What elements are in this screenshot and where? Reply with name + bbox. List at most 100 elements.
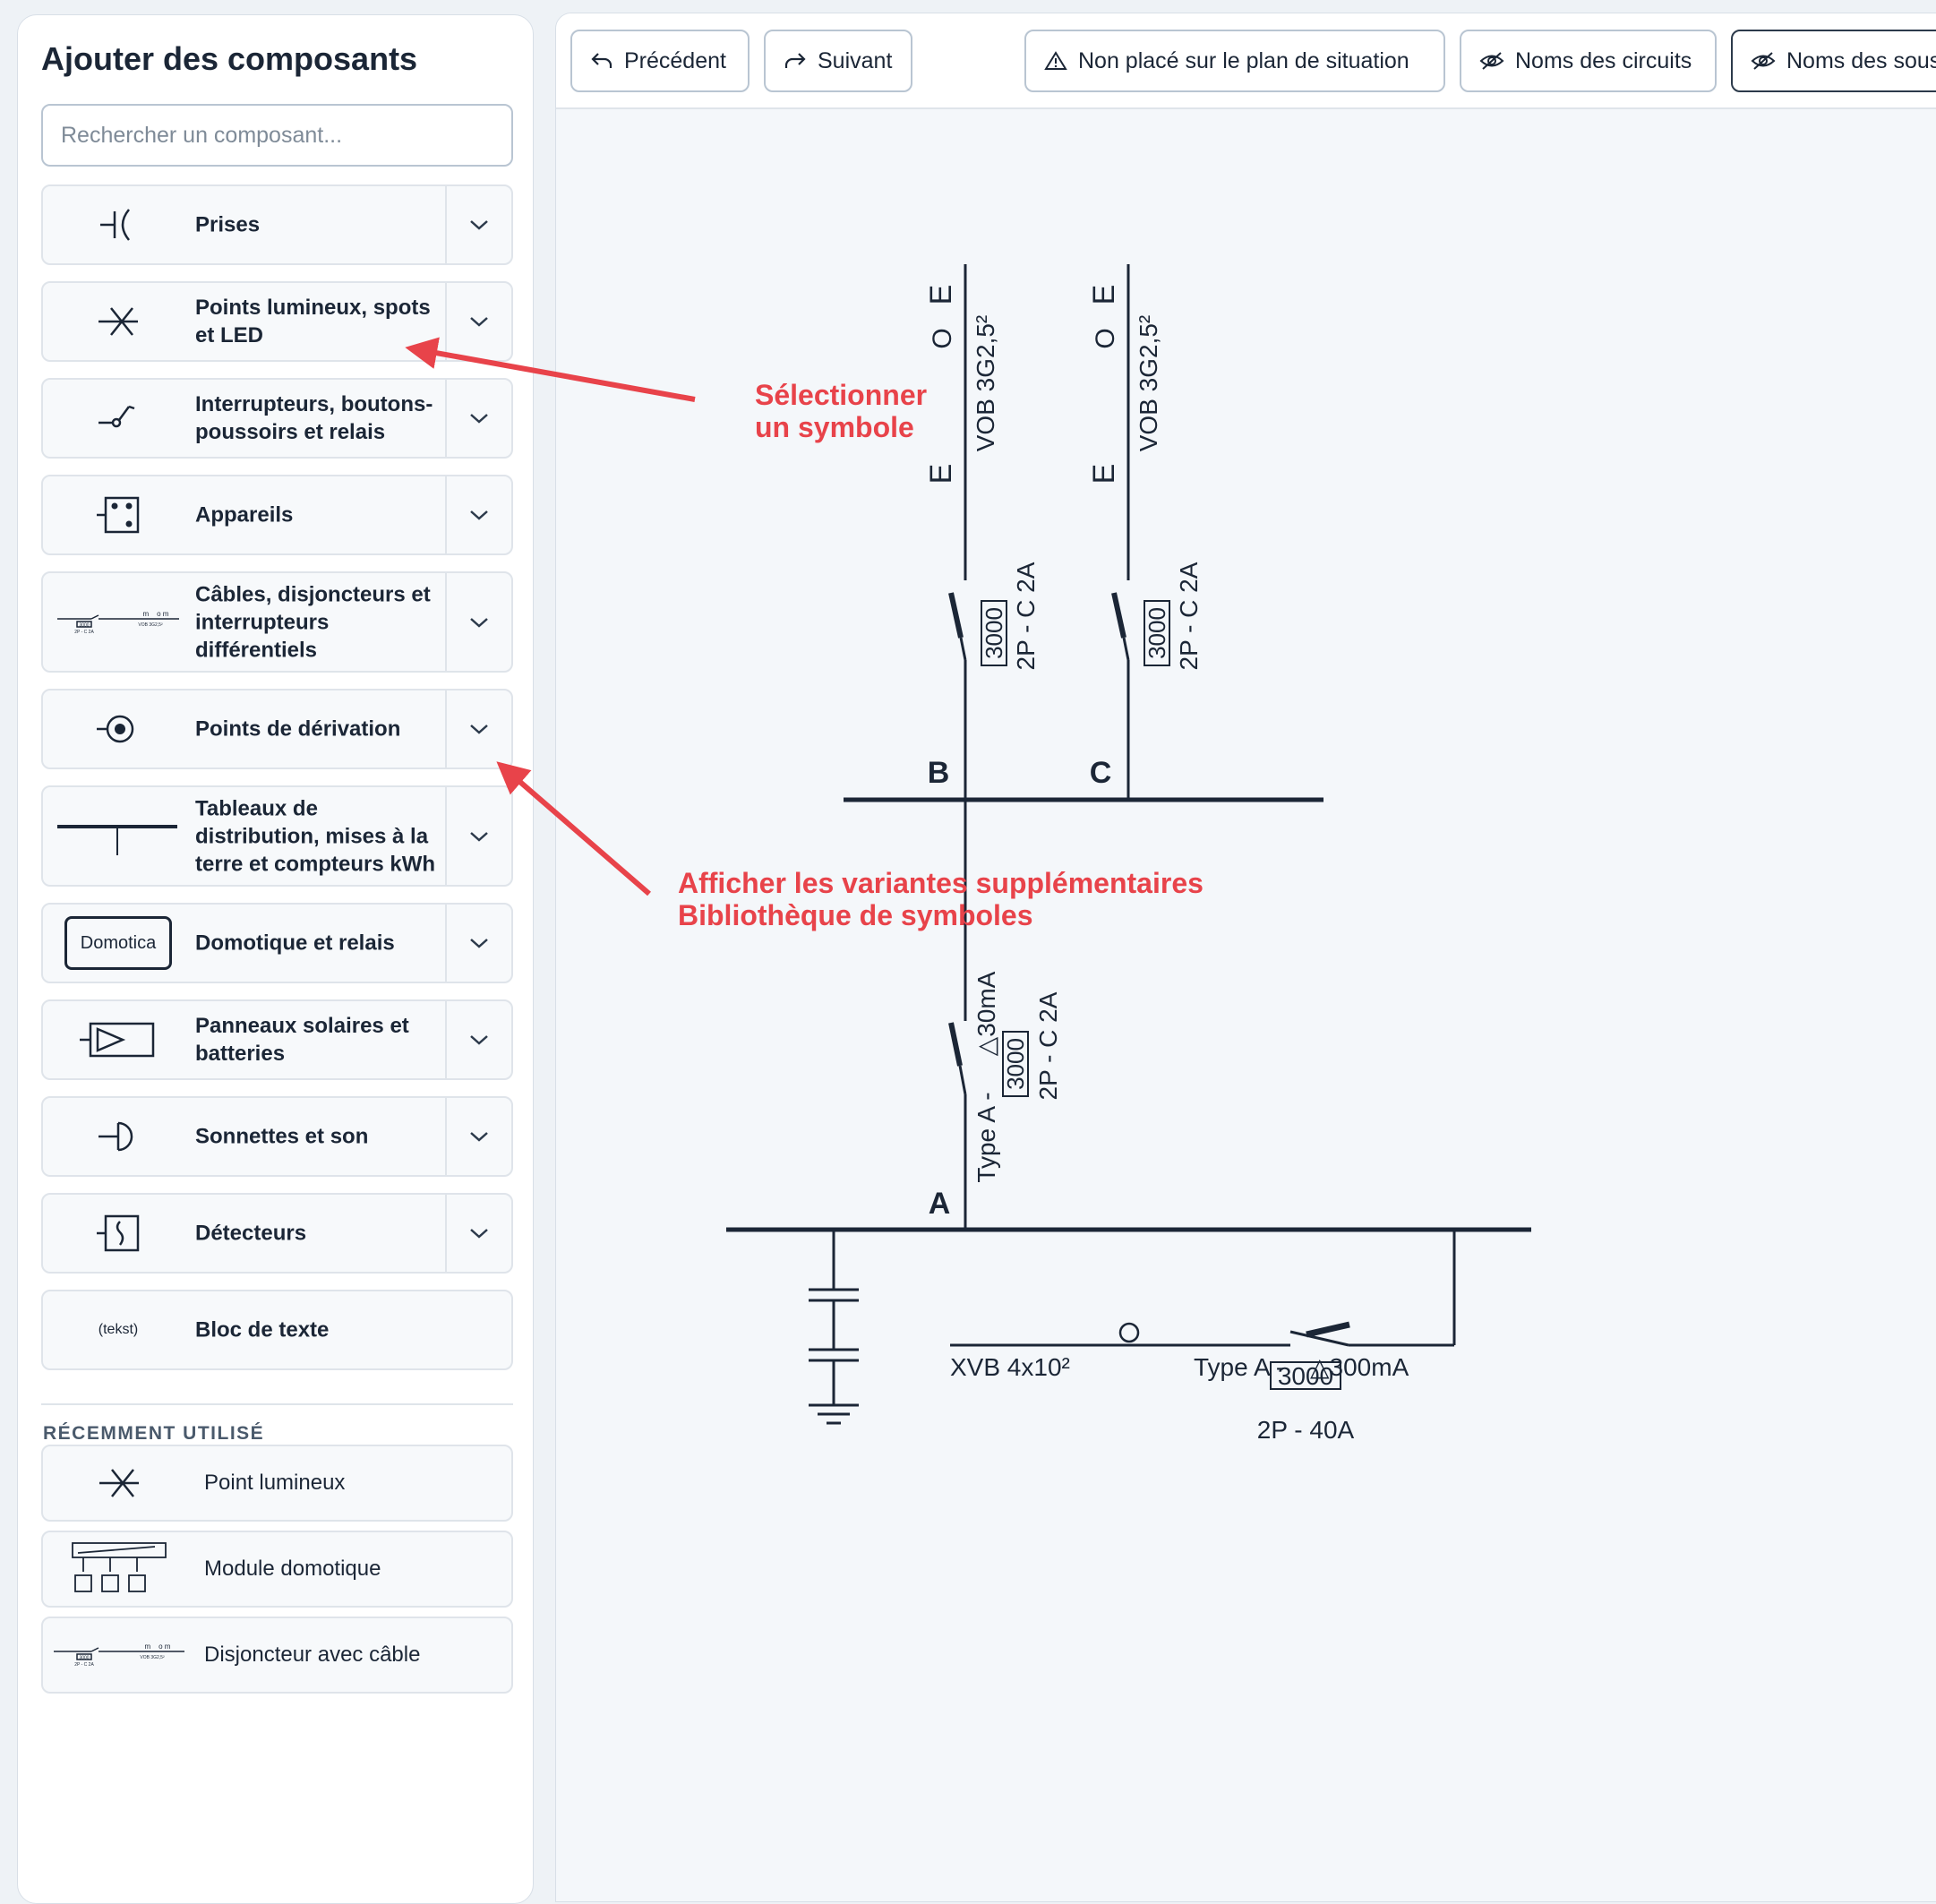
rcd-a-box-text: 3000	[1002, 1038, 1029, 1090]
chevron-down-icon[interactable]	[445, 1001, 511, 1078]
chevron-down-icon[interactable]	[445, 283, 511, 360]
circuit-b-label: B	[928, 756, 950, 790]
circuit-c-e2: E	[1087, 464, 1121, 485]
category-sonnettes[interactable]: Sonnettes et son	[41, 1096, 513, 1177]
text-block-icon: (tekst)	[56, 1303, 181, 1357]
category-detecteurs[interactable]: Détecteurs	[41, 1193, 513, 1274]
single-line-diagram[interactable]: E O E VOB 3G2,5² 3000 2P - C 2A B E O E …	[556, 109, 1936, 1900]
breaker-icon-box-text: 3000	[79, 622, 89, 628]
detector-icon	[56, 1206, 181, 1260]
category-label: Prises	[195, 212, 261, 237]
circuit-b-box	[981, 600, 1007, 666]
main-sensitivity: △300mA	[1310, 1353, 1409, 1381]
circuit-b-box-text: 3000	[981, 607, 1007, 659]
junction-point-icon	[56, 702, 181, 756]
main-type: Type A -	[1194, 1353, 1284, 1381]
recent-divider	[41, 1403, 513, 1405]
appliance-icon	[56, 488, 181, 542]
next-label: Suivant	[818, 47, 893, 73]
chevron-down-icon[interactable]	[445, 690, 511, 768]
rcd-a-rating: 2P - C 2A	[1034, 991, 1062, 1100]
redo-icon	[784, 53, 806, 68]
circuit-b-e2: E	[924, 464, 958, 485]
circuit-b-rating: 2P - C 2A	[1012, 562, 1040, 670]
next-button[interactable]: Suivant	[764, 30, 912, 92]
category-label: Points lumineux, spots et LED	[195, 296, 431, 347]
circuit-b-e1: E	[924, 285, 958, 305]
component-search-input[interactable]	[41, 104, 513, 167]
main-breaker-contact	[1306, 1321, 1350, 1338]
chevron-down-icon[interactable]	[445, 573, 511, 671]
solar-panel-icon	[56, 1013, 181, 1067]
not-placed-label: Non placé sur le plan de situation	[1078, 47, 1409, 73]
previous-button[interactable]: Précédent	[570, 30, 750, 92]
breaker-with-cable-icon: 3000 2P - C 2A VOB 3G2,5² m o m	[52, 1624, 186, 1686]
category-points-lumineux[interactable]: Points lumineux, spots et LED	[41, 281, 513, 362]
recent-header: RÉCEMMENT UTILISÉ	[43, 1423, 265, 1444]
category-appareils[interactable]: Appareils	[41, 475, 513, 555]
chevron-down-icon[interactable]	[445, 380, 511, 457]
circuit-c-box-text: 3000	[1144, 607, 1170, 659]
category-prises[interactable]: Prises	[41, 184, 513, 265]
main-box-text: 3000	[1278, 1362, 1333, 1390]
recent-item-point-lumineux[interactable]: Point lumineux	[41, 1445, 513, 1522]
domotica-icon: Domotica	[56, 916, 181, 970]
rcd-a-label: A	[929, 1187, 951, 1221]
annotation-variants-line2: Bibliothèque de symboles	[678, 899, 1033, 931]
socket-icon	[56, 198, 181, 252]
light-point-icon	[56, 295, 181, 348]
undo-icon	[591, 53, 612, 68]
distribution-board-icon	[56, 810, 181, 863]
toolbar: Précédent Suivant Non placé sur le plan …	[556, 13, 1936, 109]
category-tableaux-distribution[interactable]: Tableaux de distribution, mises à la ter…	[41, 785, 513, 887]
category-interrupteurs[interactable]: Interrupteurs, boutons-poussoirs et rela…	[41, 378, 513, 459]
chevron-down-icon[interactable]	[445, 1098, 511, 1175]
category-panneaux-solaires[interactable]: Panneaux solaires et batteries	[41, 999, 513, 1080]
category-label: Bloc de texte	[195, 1317, 330, 1342]
category-label: Points de dérivation	[195, 716, 401, 742]
circuit-names-button[interactable]: Noms des circuits	[1460, 30, 1717, 92]
category-label: Sonnettes et son	[195, 1124, 369, 1149]
rcd-a-contact	[948, 1022, 963, 1067]
cable-breaker-icon: 3000 2P - C 2A VOB 3G2,5² m o m	[56, 596, 181, 649]
rcd-a-sensitivity: △30mA	[972, 971, 1000, 1056]
recent-item-module-domotique[interactable]: Module domotique	[41, 1531, 513, 1608]
chevron-down-icon[interactable]	[445, 476, 511, 553]
rcd-a-box	[1002, 1031, 1029, 1097]
sub-names-button[interactable]: Noms des sous	[1731, 30, 1936, 92]
rcd-a-type: Type A -	[972, 1092, 1000, 1182]
circuit-names-label: Noms des circuits	[1515, 47, 1692, 73]
main-box	[1270, 1361, 1341, 1390]
recent-item-disjoncteur-cable[interactable]: 3000 2P - C 2A VOB 3G2,5² m o m Disjonct…	[41, 1617, 513, 1694]
domotica-icon-text: Domotica	[64, 916, 172, 970]
circuit-c-cable: VOB 3G2,5²	[1135, 315, 1162, 452]
category-points-derivation[interactable]: Points de dérivation	[41, 689, 513, 769]
category-bloc-texte[interactable]: (tekst) Bloc de texte	[41, 1290, 513, 1370]
circuit-c-rating: 2P - C 2A	[1175, 562, 1203, 670]
eye-off-icon	[1479, 52, 1504, 70]
category-label: Détecteurs	[195, 1221, 307, 1246]
breaker-icon-marks-text: m o m	[143, 610, 169, 618]
breaker-icon-cable-text: VOB 3G2,5²	[138, 622, 163, 628]
category-cables-disjoncteurs[interactable]: 3000 2P - C 2A VOB 3G2,5² m o m Câbles, …	[41, 571, 513, 673]
recent-item-label: Point lumineux	[204, 1471, 346, 1495]
component-sidebar: Ajouter des composants Prises Points lum…	[17, 14, 534, 1904]
sub-names-label: Noms des sous	[1786, 47, 1936, 73]
chevron-down-icon[interactable]	[445, 905, 511, 982]
switch-icon	[56, 391, 181, 445]
circuit-b-cable: VOB 3G2,5²	[972, 315, 999, 452]
annotation-variants-line1: Afficher les variantes supplémentaires	[678, 867, 1204, 899]
chevron-down-icon[interactable]	[445, 1195, 511, 1272]
category-label: Interrupteurs, boutons-poussoirs et rela…	[195, 392, 433, 444]
diagram-workspace: Précédent Suivant Non placé sur le plan …	[555, 13, 1936, 1902]
chevron-down-icon[interactable]	[445, 787, 511, 885]
text-block-icon-text: (tekst)	[98, 1322, 139, 1337]
circuit-c-label: C	[1090, 756, 1112, 790]
category-domotique[interactable]: Domotica Domotique et relais	[41, 903, 513, 983]
recent-item-label: Module domotique	[204, 1557, 381, 1581]
category-label: Domotique et relais	[195, 931, 395, 956]
doorbell-icon	[56, 1110, 181, 1163]
not-placed-button[interactable]: Non placé sur le plan de situation	[1024, 30, 1445, 92]
breaker-icon-rating-text: 2P - C 2A	[74, 1662, 94, 1668]
chevron-down-icon[interactable]	[445, 186, 511, 263]
